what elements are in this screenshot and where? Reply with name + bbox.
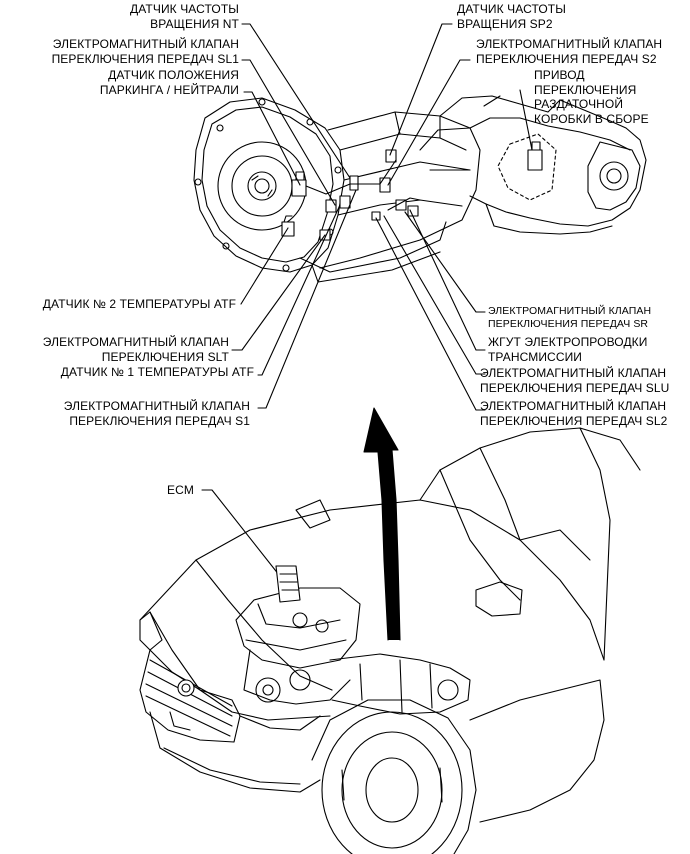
- label-sp2-sensor: ДАТЧИК ЧАСТОТЫ ВРАЩЕНИЯ SP2: [457, 2, 566, 31]
- label-nt-sensor: ДАТЧИК ЧАСТОТЫ ВРАЩЕНИЯ NT: [130, 2, 239, 31]
- label-s2-valve: ЭЛЕКТРОМАГНИТНЫЙ КЛАПАН ПЕРЕКЛЮЧЕНИЯ ПЕР…: [476, 37, 663, 66]
- label-sl2-valve: ЭЛЕКТРОМАГНИТНЫЙ КЛАПАН ПЕРЕКЛЮЧЕНИЯ ПЕР…: [480, 399, 668, 428]
- label-transfer-actuator: ПРИВОД ПЕРЕКЛЮЧЕНИЯ РАЗДАТОЧНОЙ КОРОБКИ …: [534, 68, 649, 126]
- vehicle-illustration: [139, 427, 641, 854]
- label-ecm: ECM: [167, 483, 194, 497]
- label-sl1-valve: ЭЛЕКТРОМАГНИТНЫЙ КЛАПАН ПЕРЕКЛЮЧЕНИЯ ПЕР…: [51, 37, 239, 66]
- label-s1-valve: ЭЛЕКТРОМАГНИТНЫЙ КЛАПАН ПЕРЕКЛЮЧЕНИЯ ПЕР…: [63, 399, 250, 428]
- label-atf-temp-sensor-2: ДАТЧИК № 2 ТЕМПЕРАТУРЫ ATF: [42, 297, 236, 311]
- label-park-neutral-switch: ДАТЧИК ПОЛОЖЕНИЯ ПАРКИНГА / НЕЙТРАЛИ: [99, 68, 239, 97]
- leader-lines: [201, 23, 533, 581]
- transmission-illustration: [193, 95, 647, 283]
- label-sr-valve: ЭЛЕКТРОМАГНИТНЫЙ КЛАПАН ПЕРЕКЛЮЧЕНИЯ ПЕР…: [488, 305, 652, 330]
- location-arrow: [363, 407, 401, 641]
- label-atf-temp-sensor-1: ДАТЧИК № 1 ТЕМПЕРАТУРЫ ATF: [60, 365, 254, 379]
- label-wire-harness: ЖГУТ ЭЛЕКТРОПРОВОДКИ ТРАНСМИССИИ: [488, 335, 648, 364]
- label-slu-valve: ЭЛЕКТРОМАГНИТНЫЙ КЛАПАН ПЕРЕКЛЮЧЕНИЯ ПЕР…: [480, 366, 670, 395]
- label-slt-valve: ЭЛЕКТРОМАГНИТНЫЙ КЛАПАН ПЕРЕКЛЮЧЕНИЯ SLT: [42, 335, 229, 364]
